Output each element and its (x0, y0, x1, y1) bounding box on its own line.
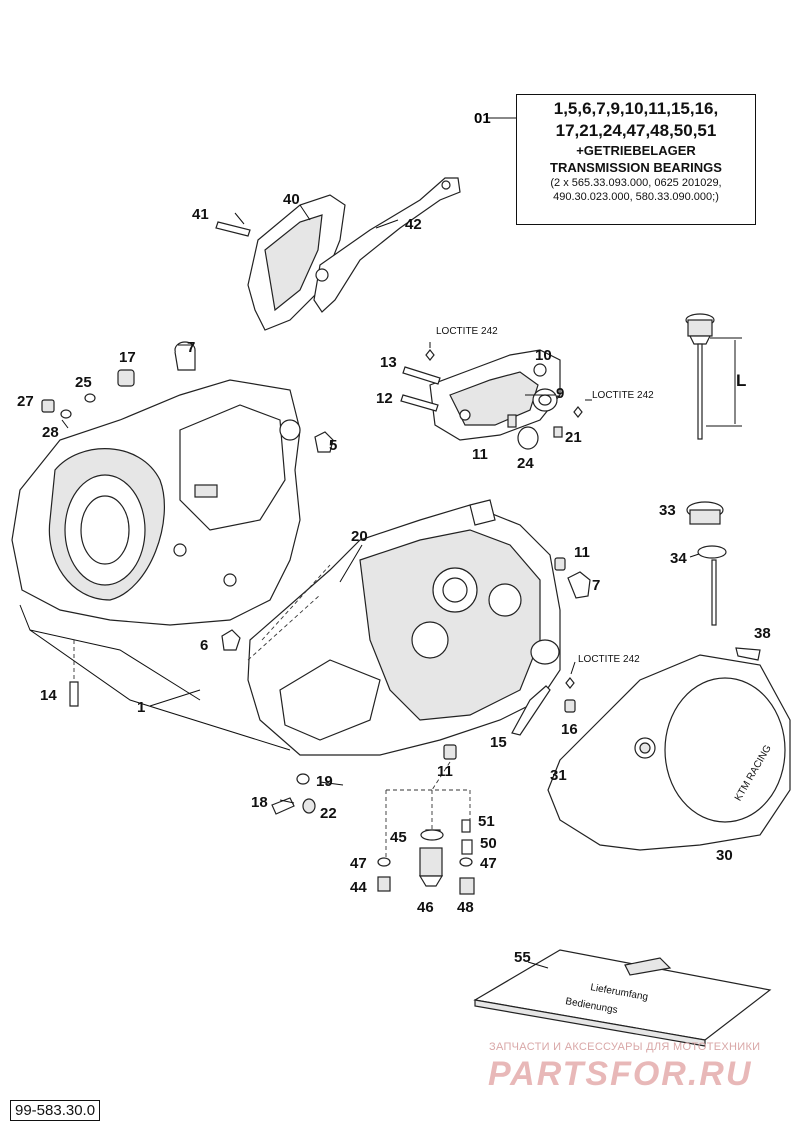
loctite-note-plate: LOCTITE 242 (578, 654, 640, 665)
callout-11-lower: 11 (437, 763, 453, 780)
callout-27: 27 (17, 393, 34, 410)
owners-manual-part (473, 949, 772, 1047)
loctite-note-pump: LOCTITE 242 (436, 326, 498, 337)
callout-31: 31 (550, 767, 567, 784)
bearing-part-9 (532, 388, 558, 412)
dowel-part-6 (221, 629, 241, 651)
callout-45: 45 (390, 829, 407, 846)
retaining-plate-part (511, 685, 551, 736)
kit-callout-label: 01 (474, 110, 491, 127)
bolt-part-13 (402, 366, 441, 385)
callout-14: 14 (40, 687, 57, 704)
dipstick-part (685, 313, 715, 440)
callout-25: 25 (75, 374, 92, 391)
callout-40: 40 (283, 191, 300, 208)
screw-part-21 (553, 426, 563, 438)
callout-6: 6 (200, 637, 208, 654)
kit-line-1: 1,5,6,7,9,10,11,15,16, (553, 99, 719, 118)
callout-12: 12 (376, 390, 393, 407)
washer-part-25 (84, 393, 96, 403)
bushing-part-5 (314, 431, 334, 453)
callout-51: 51 (478, 813, 495, 830)
screw-part-14 (69, 681, 79, 707)
callout-55: 55 (514, 949, 531, 966)
kit-contents-box: 1,5,6,7,9,10,11,15,16, 17,21,24,47,48,50… (516, 94, 756, 225)
callout-42: 42 (405, 216, 422, 233)
callout-11-pump: 11 (472, 446, 488, 463)
callout-10: 10 (535, 347, 552, 364)
callout-34: 34 (670, 550, 687, 567)
callout-17: 17 (119, 349, 136, 366)
right-crankcase-part (247, 499, 561, 756)
callout-30: 30 (716, 847, 733, 864)
watermark-tagline: ЗАПЧАСТИ И АКСЕССУАРЫ ДЛЯ МОТОТЕХНИКИ (489, 1041, 761, 1053)
loctite-note-screw: LOCTITE 242 (592, 390, 654, 401)
callout-38: 38 (754, 625, 771, 642)
kit-line-5: (2 x 565.33.093.000, 0625 201029, (550, 177, 722, 189)
callout-5: 5 (329, 437, 337, 454)
kit-line-2: 17,21,24,47,48,50,51 (555, 121, 717, 140)
dowel-part-17 (117, 369, 135, 387)
callout-11-right: 11 (574, 544, 590, 561)
callout-47-right: 47 (480, 855, 497, 872)
plug-part-27 (41, 399, 72, 419)
callout-50: 50 (480, 835, 497, 852)
callout-28: 28 (42, 424, 59, 441)
drawing-number: 99-583.30.0 (10, 1100, 101, 1121)
clip-part-38 (735, 647, 761, 661)
left-crankcase-part (11, 379, 301, 626)
pin-part-11-pump (507, 414, 517, 428)
watermark-logo: PARTSFOR.RU (488, 1055, 753, 1093)
callout-15: 15 (490, 734, 507, 751)
kit-line-3: +GETRIEBELAGER (576, 143, 696, 158)
callout-18: 18 (251, 794, 268, 811)
callout-7-upper: 7 (187, 339, 195, 356)
dowel-part-11-upper (554, 557, 566, 571)
callout-19: 19 (316, 773, 333, 790)
callout-47-left: 47 (350, 855, 367, 872)
dowel-part-11-lower (443, 744, 457, 760)
callout-1: 1 (137, 699, 145, 716)
callout-9: 9 (556, 385, 564, 402)
chain-guide-part (215, 177, 461, 331)
bushing-part-7 (174, 341, 196, 371)
kit-line-4: TRANSMISSION BEARINGS (550, 160, 722, 175)
clutch-cover-part (547, 654, 791, 851)
callout-20: 20 (351, 528, 368, 545)
drain-parts (271, 773, 475, 895)
callout-22: 22 (320, 805, 337, 822)
callout-16: 16 (561, 721, 578, 738)
callout-13: 13 (380, 354, 397, 371)
filler-plug-part (686, 501, 727, 626)
callout-46: 46 (417, 899, 434, 916)
callout-33: 33 (659, 502, 676, 519)
dipstick-length-label: L (736, 371, 746, 390)
oil-pump-part (429, 349, 561, 441)
bushing-part-7-right (567, 571, 591, 599)
callout-48: 48 (457, 899, 474, 916)
bolt-part-12 (400, 394, 439, 412)
callout-21: 21 (565, 429, 582, 446)
screw-part-16 (564, 699, 576, 713)
callout-41: 41 (192, 206, 209, 223)
seal-part-24 (517, 426, 539, 450)
kit-line-6: 490.30.023.000, 580.33.090.000;) (553, 191, 719, 203)
callout-24: 24 (517, 455, 534, 472)
callout-44: 44 (350, 879, 367, 896)
callout-7-right: 7 (592, 577, 600, 594)
